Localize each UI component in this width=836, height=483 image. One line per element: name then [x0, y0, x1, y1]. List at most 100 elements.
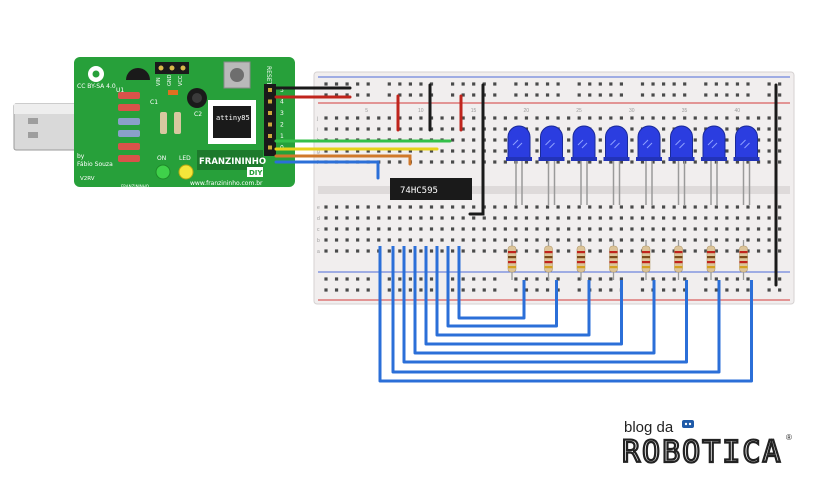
breadboard-hole — [746, 205, 750, 209]
wire-orange — [274, 154, 412, 166]
breadboard-hole — [598, 93, 602, 97]
breadboard-hole — [387, 227, 391, 231]
breadboard-hole — [619, 116, 623, 120]
breadboard-hole — [640, 216, 645, 220]
breadboard-hole — [345, 149, 349, 153]
breadboard-hole — [778, 93, 782, 97]
board-resistor — [118, 104, 140, 111]
breadboard-hole — [598, 238, 602, 242]
electrolytic-capacitor-top — [192, 93, 202, 103]
breadboard-hole — [778, 160, 782, 164]
breadboard-hole — [398, 127, 402, 131]
breadboard-hole — [419, 116, 423, 120]
breadboard-hole — [567, 149, 571, 153]
breadboard-hole — [714, 249, 718, 253]
breadboard-hole — [493, 216, 497, 220]
led-rim — [571, 157, 597, 161]
breadboard-hole — [387, 160, 391, 164]
breadboard-hole — [778, 249, 782, 253]
breadboard-hole — [461, 82, 465, 86]
breadboard-hole — [387, 205, 391, 209]
breadboard-hole — [472, 160, 476, 164]
license-text: CC BY-SA 4.0 — [77, 83, 116, 90]
column-number: 35 — [682, 108, 688, 114]
breadboard-hole — [767, 238, 771, 242]
usb-plug-highlight — [14, 104, 92, 114]
breadboard-hole — [366, 249, 370, 253]
breadboard-hole — [493, 249, 497, 253]
shift-register: 74HC595 — [390, 178, 472, 200]
breadboard-hole — [334, 93, 339, 97]
breadboard-hole — [609, 238, 613, 242]
breadboard-hole — [577, 227, 581, 231]
breadboard-hole — [756, 216, 761, 220]
resistor-band — [544, 251, 553, 254]
row-letter: i — [317, 127, 318, 133]
breadboard-hole — [662, 160, 666, 164]
breadboard-hole — [619, 93, 623, 97]
reset-button-cap[interactable] — [230, 68, 244, 82]
breadboard-hole — [356, 205, 360, 209]
resistor-band — [674, 256, 683, 259]
breadboard-hole — [704, 116, 708, 120]
breadboard-hole — [619, 205, 623, 209]
breadboard-hole — [524, 205, 529, 209]
breadboard-hole — [704, 160, 708, 164]
breadboard-hole — [366, 82, 370, 86]
board-url: www.franzininho.com.br — [190, 180, 263, 187]
breadboard-hole — [398, 288, 402, 292]
column-number: 10 — [418, 108, 424, 114]
breadboard-hole — [535, 138, 539, 142]
breadboard-hole — [640, 288, 645, 292]
breadboard-hole — [451, 127, 455, 131]
vin-label: VIN — [156, 77, 162, 86]
resistor-band — [707, 266, 715, 269]
breadboard-hole — [482, 216, 486, 220]
output-wire-blue — [413, 246, 656, 355]
breadboard-hole — [387, 116, 391, 120]
breadboard-hole — [398, 238, 402, 242]
breadboard-hole — [577, 205, 581, 209]
breadboard-hole — [767, 277, 771, 281]
led-highlight — [610, 139, 620, 149]
breadboard-hole — [545, 82, 550, 86]
author-text: Fábio Souza — [77, 161, 113, 168]
header-pin — [268, 122, 272, 127]
breadboard-hole — [746, 288, 750, 292]
breadboard-hole — [451, 82, 455, 86]
breadboard-hole — [746, 227, 750, 231]
breadboard-hole — [503, 238, 507, 242]
breadboard-hole — [746, 116, 750, 120]
breadboard-hole — [588, 93, 592, 97]
header-pin — [268, 134, 272, 138]
breadboard-hole — [440, 216, 444, 220]
header-pin — [268, 111, 272, 115]
breadboard-hole — [767, 116, 771, 120]
breadboard-hole — [672, 205, 676, 209]
blue-led — [572, 125, 596, 161]
breadboard-hole — [556, 277, 560, 281]
breadboard-hole — [567, 160, 571, 164]
led-highlight — [545, 139, 555, 149]
breadboard-hole — [693, 216, 697, 220]
breadboard-hole — [704, 82, 708, 86]
column-number: 30 — [629, 108, 635, 114]
breadboard-hole — [598, 288, 602, 292]
breadboard-hole — [524, 216, 529, 220]
breadboard-hole — [545, 93, 550, 97]
breadboard-hole — [398, 227, 402, 231]
breadboard-hole — [429, 288, 434, 292]
breadboard-hole — [472, 82, 476, 86]
reset-button[interactable] — [223, 61, 251, 89]
breadboard-hole — [651, 227, 655, 231]
breadboard-hole — [345, 288, 349, 292]
breadboard-hole — [503, 116, 507, 120]
breadboard-hole — [683, 238, 687, 242]
breadboard-hole — [334, 116, 339, 120]
resistor-band — [577, 261, 585, 264]
breadboard-hole — [524, 116, 529, 120]
led-array — [506, 125, 760, 205]
breadboard-hole — [451, 216, 455, 220]
row-letter: j — [316, 116, 318, 122]
breadboard-hole — [756, 249, 761, 253]
